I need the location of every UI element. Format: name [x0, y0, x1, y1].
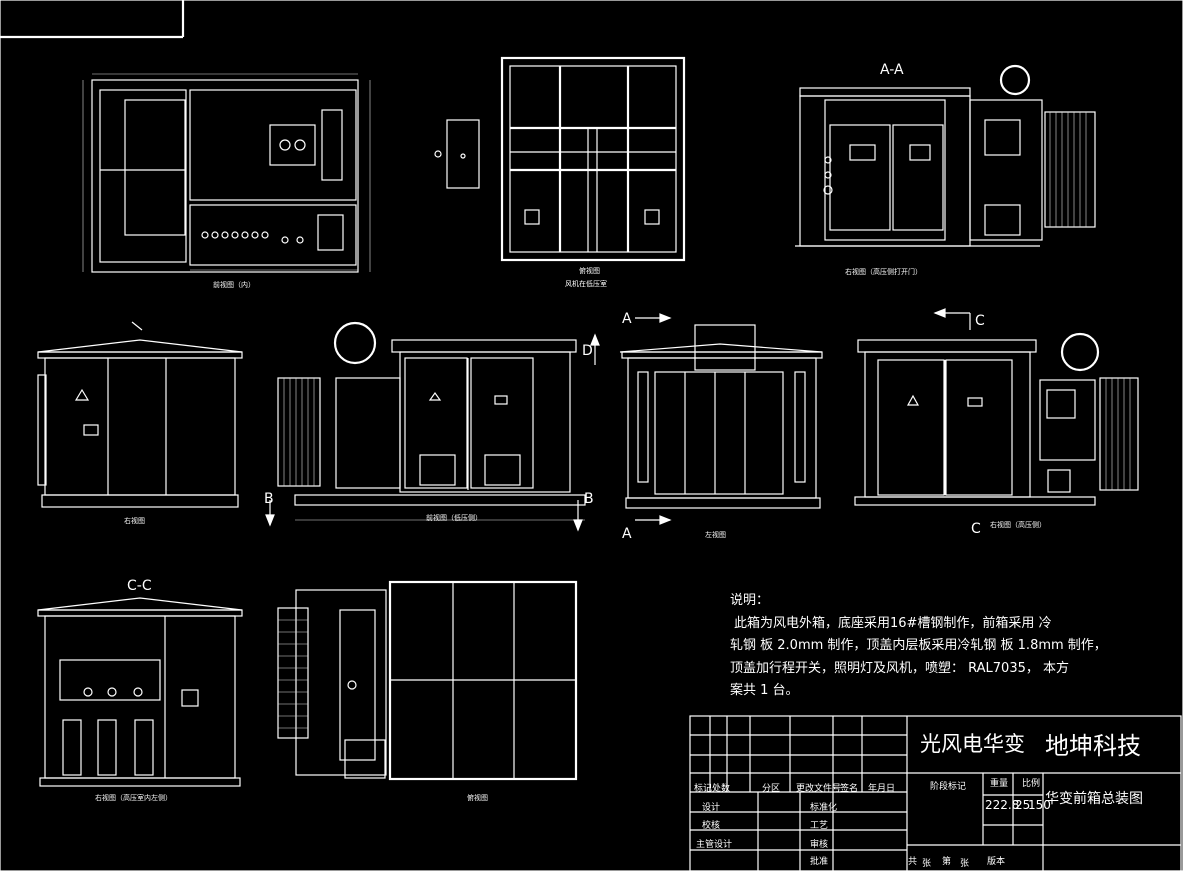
- caption-right-view-hv: 右视图（高压侧）: [990, 520, 1046, 529]
- header-change-doc: 更改文件号: [796, 784, 842, 794]
- top-view-fan: [434, 56, 686, 262]
- role-chief-design: 主管设计: [696, 840, 733, 850]
- cc-section-view: [37, 597, 243, 787]
- front-view-lv: [277, 321, 586, 521]
- version: 版本: [987, 857, 1006, 867]
- drawing-title: 华变前箱总装图: [1045, 791, 1143, 807]
- header-zone: 分区: [762, 784, 781, 794]
- role-approve: 批准: [810, 857, 829, 867]
- front-view-interior: [82, 73, 371, 273]
- header-date: 年月日: [868, 784, 896, 794]
- sheet-unit-1: 张: [922, 859, 932, 869]
- aa-section-view: [795, 64, 1096, 247]
- role-standard: 标准化: [810, 803, 838, 813]
- left-view-1: [37, 321, 243, 508]
- caption-left-view-2: 左视图: [705, 530, 726, 539]
- caption-top-view: 俯视图: [579, 266, 600, 275]
- caption-cc-view: 右视图（高压室内左侧）: [95, 793, 172, 802]
- sheet-total: 共: [908, 857, 918, 867]
- caption-front-view-open: 前视图（内）: [213, 280, 255, 289]
- role-process: 工艺: [810, 821, 829, 831]
- section-mark-cc: C-C: [127, 578, 152, 594]
- section-mark-b-left: B: [264, 491, 274, 507]
- section-mark-b-right: B: [584, 491, 594, 507]
- sheet-unit-2: 张: [960, 859, 970, 869]
- weight-label: 重量: [990, 779, 1009, 789]
- left-view-2: [619, 324, 823, 509]
- scale-value-2: 150: [1028, 798, 1051, 812]
- notes-title: 说明：: [730, 593, 770, 608]
- header-count: 处数: [712, 784, 731, 794]
- role-design: 设计: [702, 803, 721, 813]
- header-mark: 标记: [694, 784, 713, 794]
- notes-line-3: 顶盖加行程开关，照明灯及风机，喷塑： RAL7035， 本方: [730, 660, 1069, 676]
- section-mark-d: D: [582, 343, 593, 359]
- right-view-hv: [854, 332, 1139, 506]
- scale-label: 比例: [1022, 779, 1041, 789]
- section-mark-c-bottom: C: [971, 521, 981, 537]
- notes-block: 说明： 此箱为风电外箱，底座采用16#槽钢制作，前箱采用 冷 轧钢 板 2.0m…: [730, 590, 1150, 703]
- role-review: 审核: [810, 840, 829, 850]
- title-block-grid: [689, 715, 1182, 871]
- caption-aa-right-view: 右视图（高压侧打开门）: [845, 267, 922, 276]
- role-check: 校核: [702, 821, 721, 831]
- section-mark-a-bottom: A: [622, 526, 632, 542]
- title-block: 光风电华变 地坤科技 华变前箱总装图 阶段标记 重量 比例 222.8 25 1…: [690, 716, 1181, 871]
- caption-fan-note: 风机在低压室: [565, 279, 607, 288]
- notes-line-2: 轧钢 板 2.0mm 制作，顶盖内层板采用冷轧钢 板 1.8mm 制作，: [730, 638, 1107, 653]
- scale-value: 25: [1015, 798, 1031, 812]
- section-mark-a-top: A: [622, 311, 632, 327]
- sheet-no: 第: [942, 857, 952, 867]
- header-sign: 签名: [840, 784, 859, 794]
- section-arrows: [265, 308, 971, 532]
- company-name: 地坤科技: [1045, 732, 1141, 760]
- top-view-2: [277, 580, 578, 781]
- section-mark-c-top: C: [975, 313, 985, 329]
- stage-label: 阶段标记: [930, 782, 967, 792]
- caption-front-view-lv: 前视图（低压侧）: [426, 513, 482, 522]
- weight-value: 222.8: [985, 798, 1020, 812]
- notes-line-4: 案共 1 台。: [730, 683, 799, 698]
- caption-top-view-2: 俯视图: [467, 793, 488, 802]
- project-name: 光风电华变: [920, 732, 1025, 756]
- section-mark-aa: A-A: [880, 62, 904, 78]
- caption-left-view-1: 右视图: [124, 516, 145, 525]
- notes-line-1: 此箱为风电外箱，底座采用16#槽钢制作，前箱采用 冷: [734, 615, 1052, 631]
